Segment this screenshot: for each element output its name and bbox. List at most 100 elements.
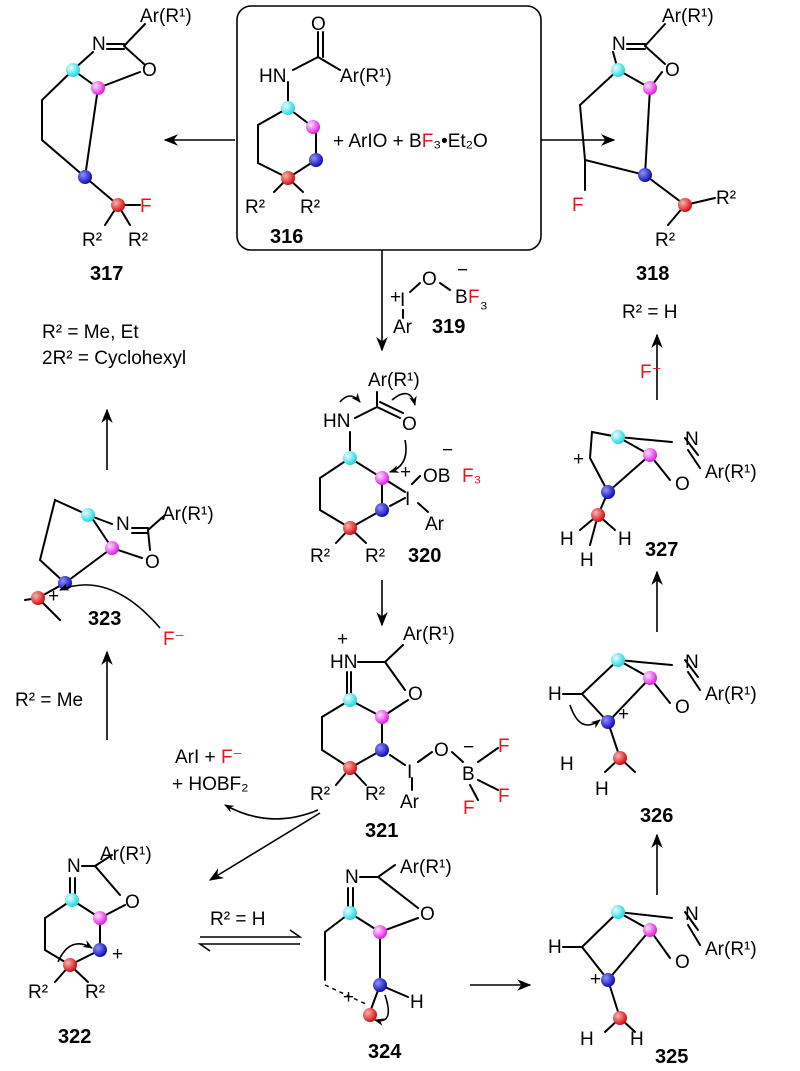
compound-326: H N Ar(R¹) O + H H 326 — [548, 652, 757, 827]
svg-text:O: O — [665, 60, 680, 81]
atom-cyan — [281, 101, 295, 115]
svg-text:Ar(R¹): Ar(R¹) — [368, 370, 420, 391]
svg-text:Ar: Ar — [425, 514, 445, 535]
svg-text:I: I — [400, 290, 405, 311]
svg-text:Ar(R¹): Ar(R¹) — [705, 684, 757, 705]
svg-text:F: F — [468, 287, 480, 308]
svg-text:H: H — [548, 684, 562, 705]
svg-text:Ar(R¹): Ar(R¹) — [100, 844, 152, 865]
svg-text:Ar(R¹): Ar(R¹) — [403, 624, 455, 645]
atom-blue — [309, 153, 323, 167]
byproducts-line1: ArI + F⁻ — [175, 747, 243, 768]
svg-text:317: 317 — [90, 263, 123, 285]
svg-text:H: H — [548, 937, 562, 958]
svg-text:N: N — [612, 34, 626, 55]
svg-text:O: O — [408, 684, 423, 705]
svg-text:320: 320 — [408, 545, 441, 567]
svg-text:R²: R² — [300, 197, 320, 218]
svg-text:R²: R² — [245, 197, 265, 218]
svg-text:Ar(R¹): Ar(R¹) — [705, 939, 757, 960]
svg-text:+: + — [590, 969, 601, 990]
svg-text:₃: ₃ — [480, 292, 488, 313]
compound-323: N Ar(R¹) O + F⁻ 323 — [24, 498, 214, 650]
svg-text:−: − — [463, 737, 474, 758]
svg-text:+: + — [112, 944, 123, 965]
svg-text:+: + — [573, 449, 584, 470]
svg-text:326: 326 — [640, 805, 673, 827]
svg-text:Ar: Ar — [400, 792, 420, 813]
svg-text:318: 318 — [636, 263, 669, 285]
svg-text:R² = H: R² = H — [622, 302, 677, 323]
svg-text:O: O — [675, 952, 690, 973]
svg-text:N: N — [92, 34, 106, 55]
svg-text:H: H — [580, 550, 594, 571]
svg-text:O: O — [145, 552, 160, 573]
svg-text:R²: R² — [655, 230, 675, 251]
compound-324: N Ar(R¹) O + H 324 — [324, 857, 452, 1063]
svg-text:O: O — [142, 60, 157, 81]
compound-325: H N Ar(R¹) O + H H 325 — [548, 904, 757, 1068]
svg-text:O: O — [125, 892, 140, 913]
svg-text:R² = Me: R² = Me — [15, 690, 83, 711]
svg-text:Ar(R¹): Ar(R¹) — [662, 6, 714, 27]
svg-text:325: 325 — [655, 1046, 688, 1068]
compound-322: N Ar(R¹) O + R² R² 322 — [28, 844, 152, 1048]
svg-text:R²: R² — [85, 982, 105, 1003]
svg-text:F: F — [140, 196, 152, 217]
svg-text:R²: R² — [128, 230, 148, 251]
svg-text:321: 321 — [365, 820, 398, 842]
svg-text:I: I — [407, 762, 412, 783]
svg-text:R²: R² — [365, 546, 385, 567]
svg-text:Ar: Ar — [393, 317, 413, 338]
compound-321: + HN Ar(R¹) O I O B − F F F Ar R² R² 321 — [310, 624, 510, 842]
svg-text:N: N — [116, 514, 130, 535]
svg-text:Ar(R¹): Ar(R¹) — [705, 462, 757, 483]
compound-327: + N Ar(R¹) O H H H 327 — [560, 429, 757, 571]
svg-text:N: N — [67, 856, 81, 877]
svg-text:O: O — [402, 414, 417, 435]
svg-text:F₃: F₃ — [462, 466, 481, 487]
svg-text:327: 327 — [645, 539, 678, 561]
svg-text:+: + — [48, 586, 59, 607]
svg-text:323: 323 — [88, 608, 121, 630]
svg-text:Ar(R¹): Ar(R¹) — [140, 6, 192, 27]
arrow-to-322 — [208, 812, 321, 881]
svg-text:+: + — [618, 704, 629, 725]
compound-320: Ar(R¹) HN O + I OB − F₃ Ar R² R² 320 — [310, 370, 481, 567]
svg-text:H: H — [410, 992, 424, 1013]
svg-text:−: − — [457, 260, 468, 281]
svg-text:H: H — [580, 1029, 594, 1050]
svg-text:R² = H: R² = H — [210, 909, 265, 930]
reagents-text: + ArIO + BF₃•Et₂O — [333, 131, 488, 152]
svg-text:H: H — [595, 779, 609, 800]
svg-text:HN: HN — [259, 66, 286, 87]
svg-text:O: O — [675, 697, 690, 718]
svg-text:+: + — [343, 987, 354, 1008]
svg-text:H: H — [560, 754, 574, 775]
byproducts-line2: + HOBF₂ — [172, 774, 249, 795]
svg-text:N: N — [685, 904, 699, 925]
svg-text:R²: R² — [365, 784, 385, 805]
svg-text:+: + — [337, 629, 348, 650]
svg-text:OB: OB — [423, 466, 450, 487]
fluoride-label: F⁻ — [640, 362, 662, 383]
svg-text:H: H — [618, 529, 632, 550]
svg-text:HN: HN — [330, 652, 357, 673]
svg-text:F: F — [572, 195, 584, 216]
svg-text:+: + — [390, 287, 401, 308]
svg-text:R²: R² — [716, 188, 736, 209]
svg-text:F⁻: F⁻ — [163, 629, 185, 650]
atom-red — [281, 171, 295, 185]
svg-text:B: B — [455, 287, 468, 308]
svg-text:N: N — [685, 429, 699, 450]
compound-318: N Ar(R¹) O F R² R² 318 R² = H — [572, 6, 736, 323]
svg-text:O: O — [434, 740, 449, 761]
svg-text:F: F — [498, 786, 510, 807]
svg-text:R² = Me, Et: R² = Me, Et — [42, 322, 139, 343]
svg-text:−: − — [442, 440, 453, 461]
atom-magenta — [306, 120, 320, 134]
svg-text:Ar(R¹): Ar(R¹) — [400, 857, 452, 878]
equilibrium-arrows: R² = H — [197, 909, 303, 952]
svg-text:316: 316 — [270, 226, 303, 248]
